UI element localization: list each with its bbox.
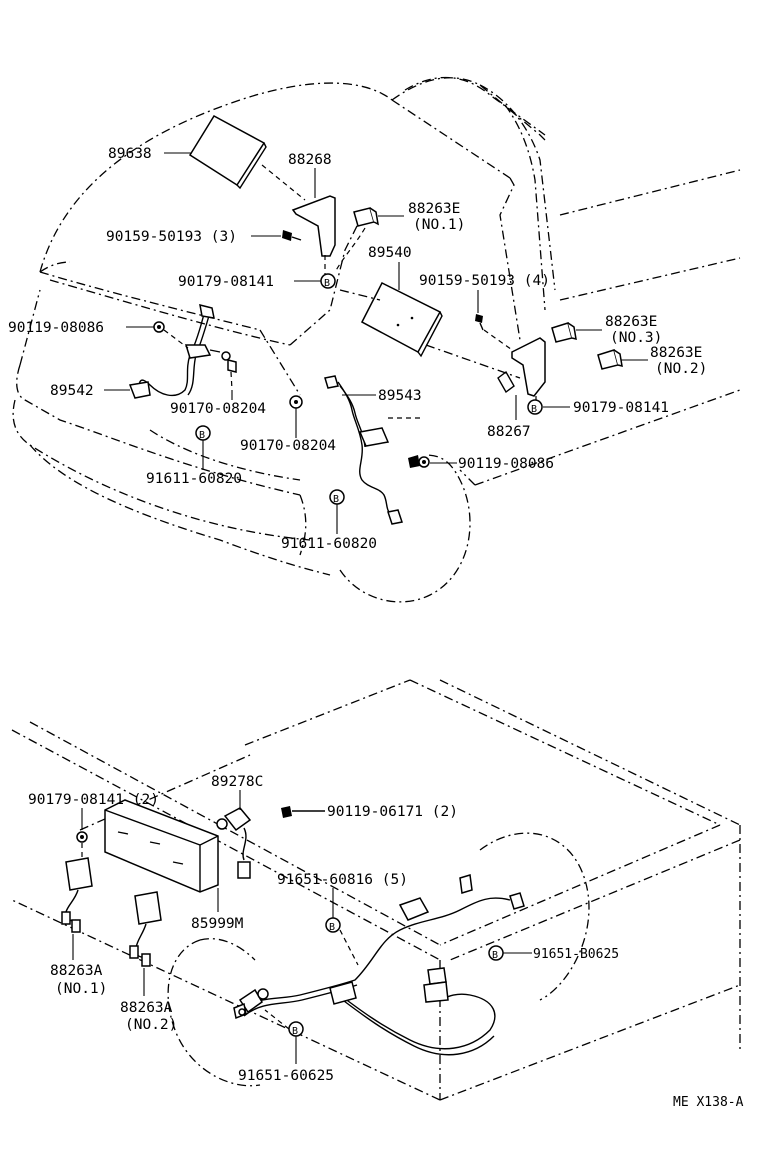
label-89540: 89540 (368, 245, 412, 261)
label-88267: 88267 (487, 424, 531, 440)
label-90179-b: 90179-08141 (573, 400, 669, 416)
label-91651-6: 91651-60625 (238, 1068, 334, 1084)
part-89638-plate (188, 115, 267, 190)
callout-b-letter: B (292, 1026, 298, 1037)
label-90119-b: 90119-08086 (458, 456, 554, 472)
callout-b-bottom-3: B (264, 1009, 304, 1037)
part-89542-sensor-wire (128, 303, 237, 399)
relay-88263e-no3 (551, 322, 577, 343)
label-90179-a: 90179-08141 (178, 274, 274, 290)
label-88263e-no3-sub: (NO.3) (610, 330, 662, 346)
label-88263e-no2-num: 88263E (650, 345, 702, 361)
bottom-labels: 89278C 90179-08141 (2) 90119-06171 (2) 9… (28, 774, 744, 1110)
label-89278c: 89278C (211, 774, 263, 790)
label-90119-2: 90119-06171 (2) (327, 804, 458, 820)
nut-90119-left (153, 321, 189, 349)
callout-b-letter: B (531, 404, 537, 415)
bottom-vehicle-outline (11, 679, 741, 1101)
label-90179-2: 90179-08141 (2) (28, 792, 159, 808)
callout-b-letter: B (492, 950, 498, 961)
part-88267-bracket (497, 337, 546, 410)
callout-b-top-4: B (329, 489, 345, 505)
part-88268-bracket (261, 164, 336, 275)
callout-b-top-3: B (195, 425, 211, 441)
label-88263e-no1-sub: (NO.1) (413, 217, 465, 233)
bottom-leader-lines (72, 790, 532, 1064)
label-90159-3: 90159-50193 (3) (106, 229, 237, 245)
label-88263a-no1-sub: (NO.1) (55, 981, 107, 997)
label-88263e-no3-num: 88263E (605, 314, 657, 330)
label-90119-a: 90119-08086 (8, 320, 104, 336)
part-85999m-bracket (104, 799, 219, 893)
part-89543-sensor-wire (324, 375, 420, 525)
part-89540-computer (339, 281, 521, 379)
label-89542: 89542 (50, 383, 94, 399)
diagram-id: ME X138-A (673, 1095, 744, 1110)
top-labels: 89638 88268 90159-50193 (3) 88263E (NO.1… (8, 146, 707, 552)
label-88263a-no1-num: 88263A (50, 963, 103, 979)
part-89278c-sensor (216, 807, 252, 879)
label-91611-a: 91611-60820 (146, 471, 242, 487)
bolt-90159-3 (282, 230, 302, 241)
relay-88263e-no2 (597, 349, 623, 370)
nut-90179-bottom (76, 831, 88, 858)
callout-b-letter: B (333, 494, 339, 505)
label-88263e-no1-num: 88263E (408, 201, 460, 217)
relay-88263e-no1 (334, 207, 379, 273)
callout-b-top-1: B (320, 273, 336, 289)
label-88263e-no2-sub: (NO.2) (655, 361, 707, 377)
label-85999m: 85999M (191, 916, 244, 932)
callout-b-letter: B (324, 278, 330, 289)
label-89638: 89638 (108, 146, 152, 162)
callout-b-top-2: B (527, 399, 543, 415)
label-90159-4: 90159-50193 (4) (419, 273, 550, 289)
label-88263a-no2-sub: (NO.2) (125, 1017, 177, 1033)
top-leader-lines (104, 152, 648, 534)
callout-b-bottom-1: B (325, 917, 359, 966)
label-91611-b: 91611-60820 (281, 536, 377, 552)
label-89543: 89543 (378, 388, 422, 404)
label-91651-5: 91651-60816 (5) (277, 872, 408, 888)
relay-88263a-no2 (129, 891, 162, 967)
grommet-90170 (289, 395, 303, 409)
label-91651-b: 91651-B0625 (533, 947, 619, 962)
label-88268: 88268 (288, 152, 332, 168)
label-88263a-no2-num: 88263A (120, 1000, 173, 1016)
bottom-harness-wire (233, 874, 525, 1056)
label-90170-b: 90170-08204 (240, 438, 336, 454)
bolt-90119-right (408, 455, 430, 468)
bolt-90119-06171 (281, 806, 325, 818)
callout-b-letter: B (199, 430, 205, 441)
callout-b-letter: B (329, 922, 335, 933)
relay-88263a-no1 (61, 857, 93, 933)
top-vehicle-outline (12, 76, 741, 603)
callout-b-bottom-2: B (488, 945, 504, 961)
label-90170-a: 90170-08204 (170, 401, 266, 417)
bolt-90159-4 (475, 314, 516, 353)
